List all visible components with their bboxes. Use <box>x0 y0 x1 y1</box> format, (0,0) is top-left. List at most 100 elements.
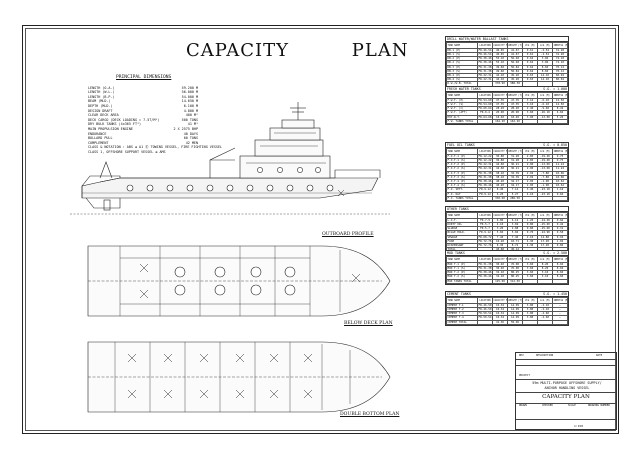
tank-table-cell: FR.22-31 <box>477 72 494 79</box>
tank-table-cell: CEMENT T.3 <box>445 311 479 317</box>
principal-dimension-value: 500 TONS <box>181 117 198 122</box>
tank-table-cell: MUD T.1 (S) <box>445 265 479 272</box>
tank-table-cell: FR.50-54 <box>477 311 494 317</box>
principal-dimension-row: CLASS 1, OFFSHORE SUPPORT VESSEL ✠ AMS <box>88 150 248 155</box>
principal-dimension-value: 59.200 M <box>181 85 198 90</box>
tank-table-cell <box>477 278 494 284</box>
tank-table-cell: FR.38-46 <box>477 178 494 185</box>
tank-table-cell: 6.84 <box>551 110 569 116</box>
tank-table-cell: F.O.T.1 (S) <box>445 157 479 164</box>
tank-table-cell: MUD T.2 (S) <box>445 274 479 280</box>
tank-table-cell: CEMENT T.4 <box>445 315 479 321</box>
tank-table-cell <box>536 278 553 284</box>
tank-table-cell: F.O. SETT. <box>445 187 479 193</box>
tank-table-cell: MUD TANKS TOTAL <box>445 278 479 284</box>
principal-dimension-row: LENGTH (B.P.)54.000 M <box>88 95 248 100</box>
tank-table-sg: S.G. = 1.450 <box>543 291 567 296</box>
principal-dimension-key: LENGTH (O.A.) <box>88 85 115 90</box>
tank-table-cell: FR.12-22 <box>477 153 494 160</box>
principal-dimension-key: DRY BULK TANKS (4x365 FT³) <box>88 122 142 127</box>
tank-table-title: FRESH WATER TANKS <box>447 86 481 91</box>
tank-table-cell: FR.46-54 <box>477 51 494 58</box>
tank-table-cell: F.O.T.4 (P) <box>445 178 479 185</box>
ship-drawings-svg <box>70 102 391 413</box>
principal-dimension-value: 54.000 M <box>181 94 198 99</box>
principal-dimension-key: CLASS 1, OFFSHORE SUPPORT VESSEL ✠ AMS <box>88 149 166 154</box>
tank-table-cell: 8.04 <box>551 265 569 272</box>
tank-table-cell: FR.46-50 <box>477 302 494 309</box>
tank-table-cell: CEMENT T.2 <box>445 306 479 313</box>
tank-table-cell: 0.42 <box>551 221 569 228</box>
title-block-drawn-label: DRAWN <box>519 404 527 407</box>
tank-table-title: OTHER TANKS <box>447 206 469 211</box>
tank-table-title: MUD TANKS <box>447 250 465 255</box>
tank-table-cell <box>551 81 569 87</box>
principal-dimension-row: LENGTH (W.L.)56.000 M <box>88 90 248 95</box>
tank-table-cell: FR.72-76 <box>477 238 494 245</box>
drawing-title-word2: PLAN <box>351 40 409 61</box>
tank-table-cell: 162.20 <box>492 118 508 125</box>
title-block-rev-label: REV <box>519 354 524 357</box>
tank-table-cell <box>521 195 538 202</box>
double-bottom-plan-label: DOUBLE BOTTOM PLAN <box>340 412 400 417</box>
outboard-profile-drawing <box>70 102 390 215</box>
tank-table-cell: 9.75 <box>551 157 569 164</box>
tank-table-cell: MUD T.2 (P) <box>445 270 479 276</box>
principal-dimension-key: DESIGN DRAFT <box>88 108 113 113</box>
title-block-scale: 1:150 <box>574 424 584 428</box>
tank-table-cell <box>551 195 569 202</box>
tank-table-cell: 10.62 <box>551 183 569 189</box>
tank-table-cell: F.W.T. (C) <box>445 106 479 112</box>
tank-table-cell: 31.28 <box>551 47 569 54</box>
tank-table-cell: 312.50 <box>507 278 523 284</box>
tank-table-cell: FR.22-31 <box>477 162 494 168</box>
tank-table-cell: 10.06 <box>551 174 569 181</box>
tank-table-cell: F.O.T.4 (S) <box>445 183 479 189</box>
tank-table-sg: S.G. = 2.500 <box>543 250 567 255</box>
principal-dimension-value: 400 M² <box>185 113 198 118</box>
tank-table-sg: S.G. = 1.000 <box>543 86 567 91</box>
tank-table-cell: BILGE HOLD. <box>445 230 479 236</box>
tank-table-cell: 162.20 <box>507 118 523 125</box>
double-bottom-plan-drawing <box>87 341 391 413</box>
tank-table-cell: 74.18 <box>551 60 569 66</box>
drawing-title-word1: CAPACITY <box>186 40 290 61</box>
drawing-frame <box>22 25 619 434</box>
tank-table-cell: 10.62 <box>551 178 569 185</box>
drawing-title: CAPACITY PLAN <box>186 40 409 61</box>
title-block-drawing-no-label: DRAWING NUMBER <box>588 404 610 407</box>
tank-table-cell: FR.38-46 <box>477 274 494 280</box>
tank-table-cell <box>536 195 553 202</box>
tank-table-cell: — <box>551 306 569 313</box>
tank-table-cell: D.W./W.B. TOTAL <box>445 81 479 87</box>
principal-dimension-value: 4.800 M <box>183 108 198 113</box>
tank-table-cell: FR.54-60 <box>477 97 494 104</box>
title-block-project-line1: 59m MULTI-PURPOSE OFFSHORE SUPPLY/ <box>532 381 602 385</box>
principal-dimension-key: LENGTH (W.L.) <box>88 90 115 95</box>
title-block-drawing-name: CAPACITY PLAN <box>542 394 590 400</box>
tank-table-cell: 74.18 <box>551 56 569 62</box>
below-deck-plan-label: BELOW DECK PLAN <box>344 321 393 326</box>
tank-table-cell <box>477 195 494 202</box>
tank-table-cell: 59.96 <box>507 319 523 325</box>
tank-table-cell: FR.68-72 <box>477 234 494 240</box>
outboard-profile-label: OUTBOARD PROFILE <box>322 232 374 237</box>
title-block-checked-label: CHECKED <box>542 404 553 407</box>
